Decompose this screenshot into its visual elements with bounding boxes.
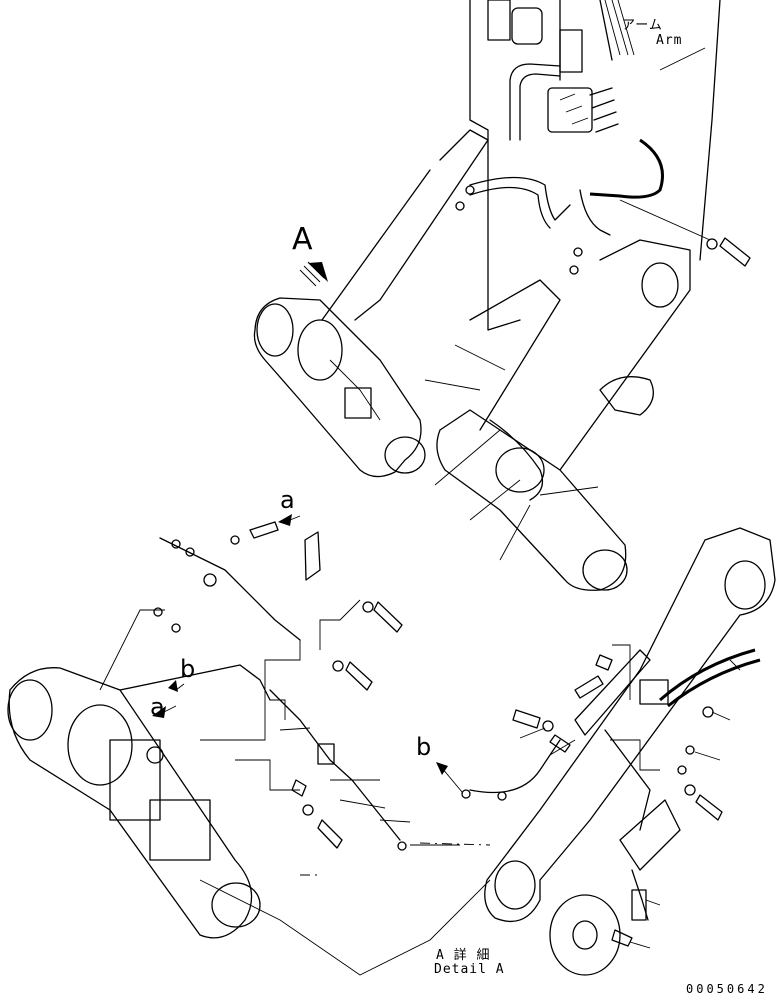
upper-leaders: [424, 344, 599, 561]
upper-hoses: [469, 63, 664, 236]
arrow-a-label-2: a: [150, 693, 165, 721]
detail-right-arm: [484, 527, 776, 923]
detail-left-hardware: [153, 521, 407, 851]
upper-right-bolt: [619, 199, 751, 267]
view-a-label: A: [292, 222, 313, 257]
arrow-b-label-2: b: [416, 733, 432, 761]
detail-left-leaders: [99, 599, 491, 976]
arm-leader: [659, 47, 706, 71]
arrow-b-label-1: b: [180, 655, 196, 683]
left-boom: [253, 129, 489, 478]
detail-a-label-jp: A 詳 細: [436, 948, 491, 963]
detail-a-label-en: Detail A: [434, 962, 505, 977]
arrow-a-label-1: a: [280, 486, 295, 514]
connection-lines: [300, 842, 491, 876]
arm-label-en: Arm: [656, 33, 683, 48]
arm-body: [469, 0, 721, 331]
view-a-arrow: [299, 261, 328, 287]
upper-fittings: [455, 87, 619, 275]
right-boom: [436, 239, 691, 591]
part-code: 00050642: [686, 982, 768, 996]
detail-left-housing: [7, 664, 271, 939]
detail-right-leaders: [436, 644, 741, 949]
detail-left-arrows: [152, 514, 301, 718]
detail-right-hardware: [461, 654, 723, 976]
arm-label-jp: アーム: [622, 18, 663, 33]
